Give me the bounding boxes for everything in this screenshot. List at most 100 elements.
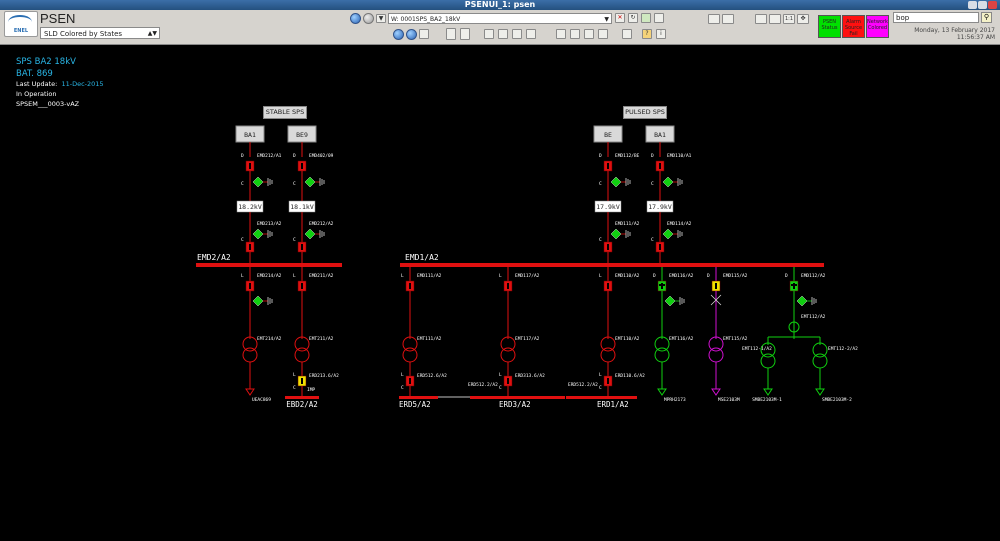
- breaker-id: EMD211/A2: [309, 273, 334, 279]
- reload-icon[interactable]: ↻: [628, 13, 638, 23]
- transformer-icon: [402, 336, 418, 352]
- source-label: BE: [604, 131, 612, 139]
- fit-icon[interactable]: [755, 14, 767, 24]
- transformer-icon: [294, 336, 310, 352]
- transformer-icon: [242, 336, 258, 352]
- earth-switch-icon[interactable]: [252, 176, 264, 188]
- note-icon[interactable]: [526, 29, 536, 39]
- load-id: SMBE2103M-1: [752, 397, 782, 403]
- breaker-mark: [301, 283, 303, 289]
- maximize-button[interactable]: [978, 1, 987, 9]
- busbar-label: ERD5/A2: [399, 400, 431, 409]
- close-button[interactable]: [988, 1, 997, 9]
- earth-switch-icon[interactable]: [252, 228, 264, 240]
- earth-switch-icon[interactable]: [796, 295, 808, 307]
- transformer-icon: [242, 347, 258, 363]
- stable-sps-button[interactable]: STABLE SPS: [263, 106, 307, 119]
- block-icon[interactable]: [498, 29, 508, 39]
- globe-icon[interactable]: [393, 29, 404, 40]
- stop-icon[interactable]: ✕: [615, 13, 625, 23]
- window-titlebar: PSENUI_1: psen: [0, 0, 1000, 10]
- window-icon[interactable]: [598, 29, 608, 39]
- address-field[interactable]: W: 0001SPS_BA2_18kV▼: [388, 13, 612, 24]
- alarm-icon[interactable]: [484, 29, 494, 39]
- busbar-label: EMD2/A2: [197, 253, 231, 262]
- transformer-id: EMT115/A2: [723, 336, 748, 342]
- zoom-1-1-icon[interactable]: 1:1: [783, 14, 795, 24]
- status-label: PSEN Status: [821, 19, 838, 31]
- network-icon[interactable]: [406, 29, 417, 40]
- switch-letter: L: [241, 273, 244, 279]
- breaker-id: EMD112/A2: [801, 273, 826, 279]
- calendar-icon[interactable]: [556, 29, 566, 39]
- switch-letter: C: [599, 237, 602, 243]
- operation-state: In Operation: [16, 90, 57, 98]
- switch-letter: L: [599, 273, 602, 279]
- search-icon[interactable]: ⚲: [981, 12, 992, 23]
- monitor-icon[interactable]: [708, 14, 720, 24]
- alarm-source-button[interactable]: Alarm Source Fail: [842, 15, 865, 38]
- breaker-mark: [715, 283, 717, 289]
- earth-switch-icon[interactable]: [662, 228, 674, 240]
- transformer-id: EMT110/A2: [615, 336, 640, 342]
- switch-letter: C: [293, 237, 296, 243]
- psen-status-button[interactable]: PSEN Status: [818, 15, 841, 38]
- view-select[interactable]: SLD Colored by States▲▼: [40, 27, 160, 39]
- pan-icon[interactable]: ✥: [797, 14, 809, 24]
- lower-label: IMP: [307, 387, 315, 393]
- transformer-id: EMT211/A2: [309, 336, 334, 342]
- switch-letter: L: [401, 273, 404, 279]
- minimize-button[interactable]: [968, 1, 977, 9]
- breaker-id: EMD116/A2: [669, 273, 694, 279]
- lower-busbar: [399, 396, 438, 399]
- screens-icon[interactable]: [722, 14, 734, 24]
- busbar-label: EBD2/A2: [286, 400, 318, 409]
- info-icon[interactable]: i: [656, 29, 666, 39]
- switch-letter: C: [401, 385, 404, 391]
- search-input[interactable]: bop: [893, 12, 979, 23]
- last-update-value: 11-Dec-2015: [61, 80, 104, 88]
- pages-icon[interactable]: [460, 28, 470, 40]
- bookmark-icon[interactable]: [641, 13, 651, 23]
- earth-switch-icon[interactable]: [662, 176, 674, 188]
- back-icon[interactable]: [350, 13, 361, 24]
- tag-icon[interactable]: [512, 29, 522, 39]
- switch-letter: L: [293, 372, 296, 378]
- switch-letter: D: [293, 153, 296, 159]
- transformer-id: EMT112-2/A2: [828, 346, 858, 352]
- zoom-in-icon[interactable]: [769, 14, 781, 24]
- split-view-icon[interactable]: [446, 28, 456, 40]
- pulsed-sps-button[interactable]: PULSED SPS: [623, 106, 667, 119]
- transformer-icon: [500, 347, 516, 363]
- breaker-id: ERD313.6/A2: [515, 373, 545, 379]
- earth-switch-icon[interactable]: [304, 228, 316, 240]
- transformer-icon: [760, 353, 776, 369]
- forward-icon[interactable]: [363, 13, 374, 24]
- layers-icon[interactable]: [419, 29, 429, 39]
- breaker-mark: [301, 378, 303, 384]
- load-arrow-icon: [763, 388, 773, 396]
- transformer-icon: [708, 336, 724, 352]
- earth-switch-icon[interactable]: [664, 295, 676, 307]
- print-icon[interactable]: [622, 29, 632, 39]
- network-colored-button[interactable]: Network Colored: [866, 15, 889, 38]
- switch-letter: C: [599, 385, 602, 391]
- breaker-mark: [507, 283, 509, 289]
- earth-switch-icon[interactable]: [610, 228, 622, 240]
- home-icon[interactable]: [654, 13, 664, 23]
- date-text: Monday, 13 February 2017: [914, 27, 995, 34]
- transformer-icon: [812, 342, 828, 358]
- breaker-id: ERD110.6/A2: [615, 373, 645, 379]
- datetime-display: Monday, 13 February 2017 11:56:37 AM: [895, 27, 995, 41]
- earth-switch-icon[interactable]: [610, 176, 622, 188]
- breaker-mark: [659, 244, 661, 250]
- help-icon[interactable]: ?: [642, 29, 652, 39]
- list-icon[interactable]: [570, 29, 580, 39]
- earth-switch-icon[interactable]: [304, 176, 316, 188]
- transformer-id: EMT112-1/A2: [742, 346, 772, 352]
- history-dropdown-icon[interactable]: ▼: [376, 14, 386, 23]
- breaker-id: EMD114/A2: [667, 221, 692, 227]
- earth-switch-icon[interactable]: [252, 295, 264, 307]
- document-icon[interactable]: [584, 29, 594, 39]
- load-id: UEAC869: [252, 397, 271, 403]
